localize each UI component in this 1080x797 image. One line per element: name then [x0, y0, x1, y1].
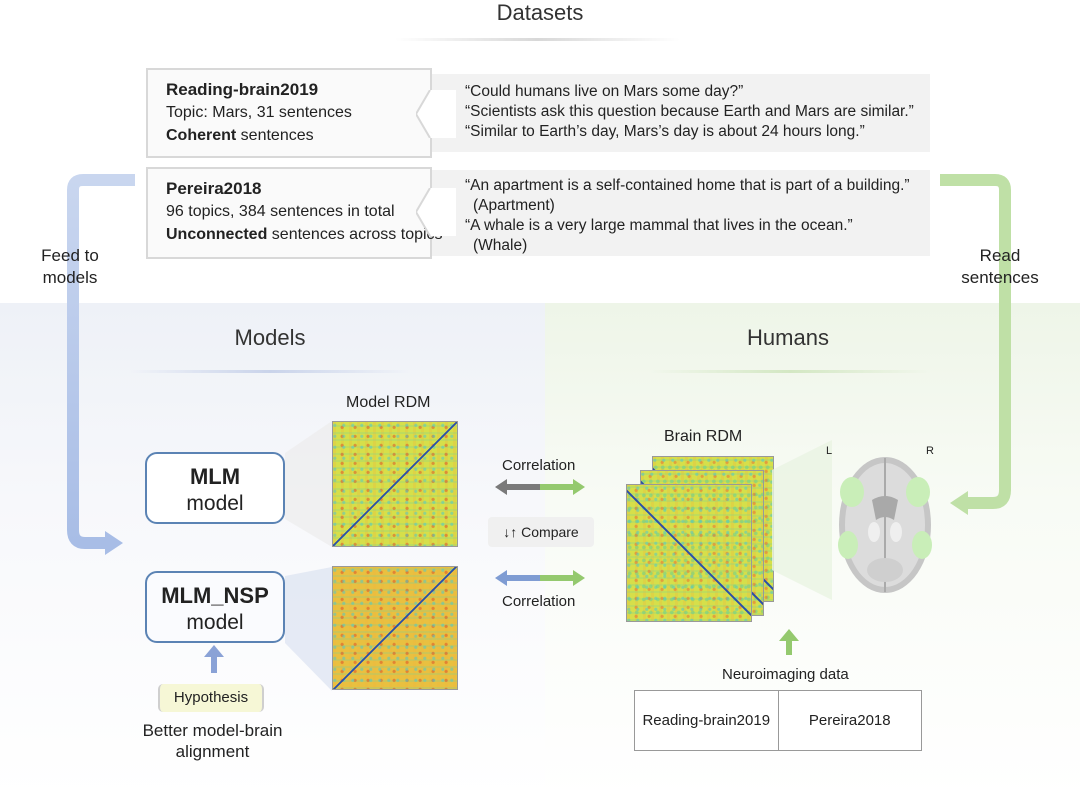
dataset-name: Reading-brain2019	[166, 80, 319, 99]
reading-brain-quotes: “Could humans live on Mars some day?” “S…	[430, 74, 930, 152]
models-title: Models	[234, 325, 306, 350]
datasets-underline	[395, 38, 680, 41]
correlation-arrow-top	[495, 479, 585, 495]
quote-line: “An apartment is a self-contained home t…	[465, 177, 910, 194]
brain-rdm-label: Brain RDM	[664, 428, 743, 445]
dataset-name: Pereira2018	[166, 179, 262, 198]
correlation-arrow-bottom	[495, 570, 585, 586]
compare-icon: ↓↑	[503, 524, 518, 540]
neuroimaging-label: Neuroimaging data	[722, 666, 849, 683]
mlm-nsp-model-box: MLM_NSP model	[145, 571, 285, 643]
read-sentences-label: Read sentences	[945, 245, 1055, 289]
compare-chip: ↓↑ Compare	[488, 517, 594, 547]
dataset-desc: sentences across topics	[267, 226, 443, 243]
model-name: MLM_NSP	[161, 583, 269, 608]
mlm-model-box: MLM model	[145, 452, 285, 524]
dataset-desc: sentences	[236, 127, 314, 144]
hypothesis-text: Better model-brain alignment	[120, 720, 305, 762]
reading-brain-box: Reading-brain2019 Topic: Mars, 31 senten…	[146, 68, 432, 158]
pereira-quotes: “An apartment is a self-contained home t…	[430, 170, 930, 256]
humans-underline	[650, 370, 930, 373]
model-rdm-label: Model RDM	[346, 394, 431, 411]
side-line: Feed to	[41, 246, 99, 265]
side-line: sentences	[961, 268, 1039, 287]
compare-label: Compare	[521, 524, 579, 540]
hypothesis-badge: Hypothesis	[158, 684, 264, 712]
neuro-up-arrow	[779, 629, 799, 655]
brain-right-label: R	[926, 445, 934, 457]
model-name: MLM	[189, 464, 241, 489]
dataset-info: 96 topics, 384 sentences in total	[166, 203, 395, 220]
mlm-nsp-rdm-matrix	[332, 566, 458, 690]
correlation-label-bottom: Correlation	[502, 593, 576, 610]
brain-rdm-matrix-front	[626, 484, 752, 622]
neuroimaging-table: Reading-brain2019 Pereira2018	[634, 690, 922, 751]
side-line: models	[42, 268, 98, 287]
quote-line: (Whale)	[473, 237, 528, 254]
pointer-notch	[416, 188, 456, 236]
datasets-title: Datasets	[496, 0, 584, 25]
hypothesis-line: Better model-brain	[142, 721, 283, 740]
quote-line: “Scientists ask this question because Ea…	[465, 103, 914, 120]
side-line: Read	[979, 246, 1021, 265]
pointer-notch	[416, 90, 456, 138]
dataset-emph: Unconnected	[166, 226, 268, 243]
models-underline	[130, 370, 410, 373]
pereira-box: Pereira2018 96 topics, 384 sentences in …	[146, 167, 443, 259]
hypothesis-line: alignment	[175, 742, 250, 761]
mlm-rdm-matrix	[332, 421, 458, 547]
brain-icon	[838, 457, 932, 593]
neuro-cell: Pereira2018	[808, 712, 891, 729]
dataset-emph: Coherent	[166, 127, 237, 144]
brain-left-label: L	[826, 445, 833, 457]
projection-wedge	[285, 421, 332, 691]
feed-to-models-arrow	[67, 174, 135, 555]
models-panel-bg	[0, 303, 545, 797]
quote-line: “A whale is a very large mammal that liv…	[465, 217, 853, 234]
feed-to-models-label: Feed to models	[10, 245, 130, 289]
hypothesis-up-arrow	[204, 645, 224, 673]
model-sub: model	[186, 611, 244, 634]
correlation-label-top: Correlation	[502, 457, 576, 474]
dataset-info: Topic: Mars, 31 sentences	[166, 104, 352, 121]
projection-wedge	[772, 440, 832, 600]
humans-title: Humans	[747, 325, 829, 350]
model-sub: model	[186, 492, 244, 515]
quote-line: (Apartment)	[473, 197, 555, 214]
quote-line: “Could humans live on Mars some day?”	[465, 83, 744, 100]
read-sentences-arrow	[940, 174, 1011, 515]
neuro-cell: Reading-brain2019	[635, 691, 779, 750]
quote-line: “Similar to Earth’s day, Mars’s day is a…	[465, 123, 865, 140]
